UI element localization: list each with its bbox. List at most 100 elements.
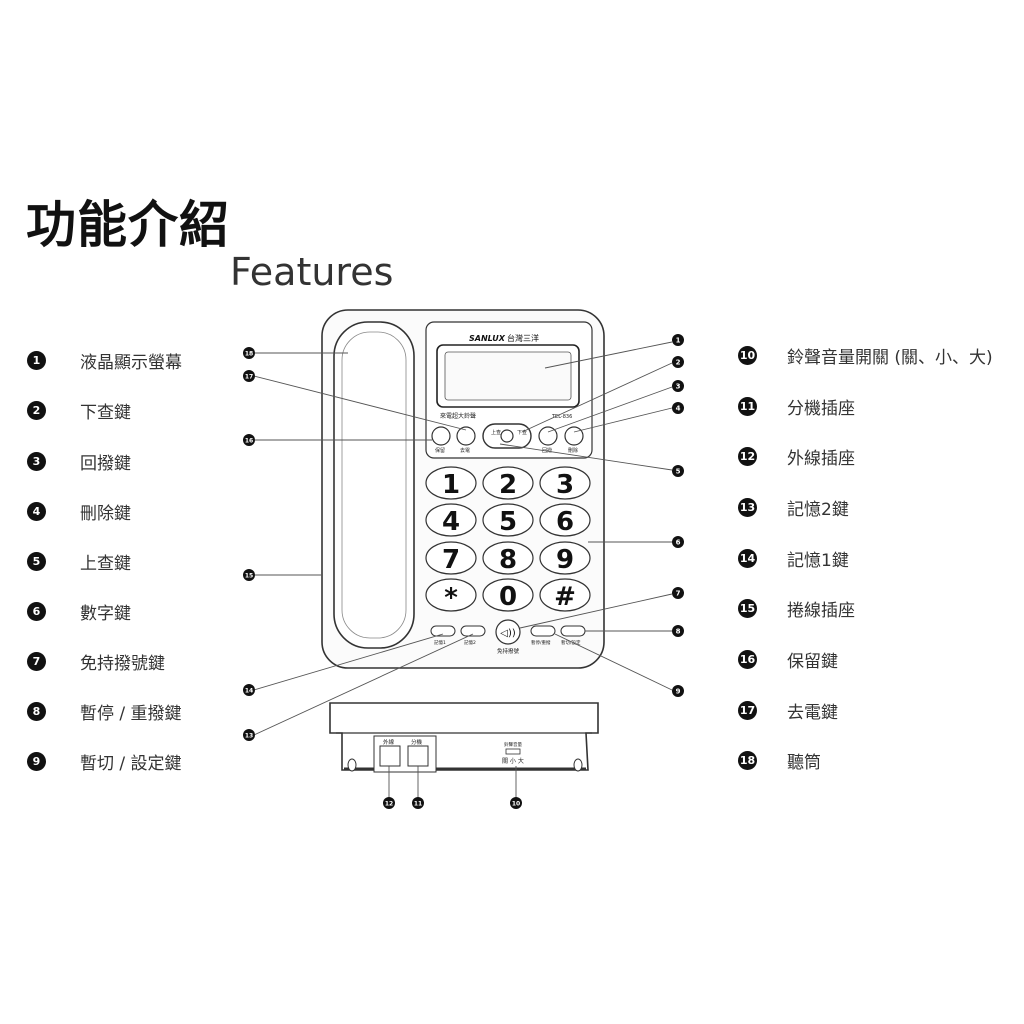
legend-number: 15 — [738, 598, 757, 618]
legend-number: 9 — [27, 751, 46, 771]
legend-number: 12 — [738, 446, 757, 466]
callout-label: 5 — [676, 468, 681, 476]
callout-label: 10 — [512, 801, 520, 808]
extension-jack — [407, 745, 429, 767]
callout-marker — [412, 797, 424, 809]
key-5[interactable] — [482, 503, 534, 537]
key-label: 3 — [556, 470, 574, 500]
leader-line-7 — [519, 593, 673, 629]
callout-marker — [243, 684, 255, 696]
key-label: * — [444, 583, 458, 613]
pause-label: 暫停/重撥 — [531, 639, 551, 646]
legend-number: 7 — [27, 651, 46, 671]
page-subtitle: Features — [230, 250, 394, 294]
leader-line-17 — [253, 375, 467, 431]
legend-label: 記憶1鍵 — [787, 550, 849, 571]
legend-item: 2 下查鍵 — [27, 399, 131, 423]
legend-label: 捲線插座 — [787, 600, 855, 621]
callout-marker — [243, 347, 255, 359]
flash-set-button[interactable] — [560, 625, 586, 637]
callout-marker — [243, 370, 255, 382]
handset-inner — [341, 331, 407, 639]
key-label: 7 — [442, 545, 460, 575]
outgoing-button[interactable] — [456, 426, 476, 446]
brand-zh: 台灣三洋 — [507, 333, 539, 343]
hold-button[interactable] — [431, 426, 451, 446]
lcd-inner — [444, 351, 572, 401]
key-label: 4 — [442, 507, 460, 537]
keypad: 1 2 3 4 5 6 7 8 9 * 0 # — [425, 466, 591, 613]
legend-number: 18 — [738, 750, 757, 770]
key-4[interactable] — [425, 503, 477, 537]
legend-label: 免持撥號鍵 — [80, 653, 165, 674]
callout-label: 17 — [245, 374, 253, 381]
delete-button[interactable] — [564, 426, 584, 446]
callout-label: 11 — [414, 801, 422, 808]
leader-line-5 — [499, 443, 673, 471]
callout-label: 18 — [245, 351, 253, 358]
callout-marker — [672, 465, 684, 477]
legend-item: 1 液晶顯示螢幕 — [27, 349, 182, 373]
callout-label: 16 — [245, 438, 253, 445]
rear-foot — [573, 758, 583, 772]
callout-label: 3 — [676, 383, 681, 391]
mem1-label: 記憶1 — [434, 639, 446, 646]
legend-label: 回撥鍵 — [80, 453, 131, 474]
key-label: 0 — [499, 582, 517, 612]
legend-item: 4 刪除鍵 — [27, 500, 131, 524]
callout-label: 1 — [676, 337, 681, 345]
key-1[interactable] — [425, 466, 477, 500]
key-label: # — [554, 582, 576, 612]
legend-item: 13 記憶2鍵 — [738, 496, 849, 520]
up-label: 上查 — [491, 429, 501, 436]
callout-marker — [243, 569, 255, 581]
ringer-options: 關 小 大 — [502, 757, 524, 765]
key-label: 6 — [556, 507, 574, 537]
key-2[interactable] — [482, 466, 534, 500]
legend-item: 6 數字鍵 — [27, 600, 131, 624]
key-8[interactable] — [482, 541, 534, 575]
rear-foot — [347, 758, 357, 772]
leader-line-1 — [544, 341, 673, 369]
legend-item: 18 聽筒 — [738, 749, 821, 773]
callout-label: 14 — [245, 688, 253, 695]
legend-number: 8 — [27, 701, 46, 721]
legend-label: 下查鍵 — [80, 402, 131, 423]
legend-item: 9 暫切 / 設定鍵 — [27, 750, 182, 774]
callout-marker — [672, 536, 684, 548]
hold-label: 保留 — [435, 447, 445, 454]
leader-line-13 — [253, 633, 474, 736]
legend-item: 14 記憶1鍵 — [738, 547, 849, 571]
leader-line-2 — [521, 362, 673, 433]
key-star[interactable] — [425, 578, 477, 612]
page-title: 功能介紹 — [26, 196, 230, 254]
callout-label: 6 — [676, 539, 681, 547]
legend-item: 17 去電鍵 — [738, 699, 838, 723]
key-3[interactable] — [539, 466, 591, 500]
speaker-button[interactable] — [495, 619, 521, 645]
key-9[interactable] — [539, 541, 591, 575]
memory2-button[interactable] — [460, 625, 486, 637]
key-hash[interactable] — [539, 578, 591, 612]
callout-label: 9 — [676, 688, 681, 696]
legend-label: 液晶顯示螢幕 — [80, 352, 182, 373]
speaker-icon: ◁)) — [500, 628, 516, 639]
callout-marker — [672, 587, 684, 599]
key-0[interactable] — [482, 578, 534, 612]
leader-line-9 — [554, 633, 673, 691]
legend-label: 記憶2鍵 — [787, 499, 849, 520]
redial-button[interactable] — [538, 426, 558, 446]
key-6[interactable] — [539, 503, 591, 537]
callout-marker — [672, 625, 684, 637]
ringer-switch[interactable] — [505, 748, 521, 755]
down-label: 下查 — [517, 429, 527, 436]
tagline-label: 來電超大鈴聲 — [440, 412, 476, 420]
legend-label: 分機插座 — [787, 398, 855, 419]
memory1-button[interactable] — [430, 625, 456, 637]
legend-label: 聽筒 — [787, 752, 821, 773]
callout-label: 7 — [676, 590, 681, 598]
key-7[interactable] — [425, 541, 477, 575]
pause-redial-button[interactable] — [530, 625, 556, 637]
key-label: 9 — [556, 545, 574, 575]
